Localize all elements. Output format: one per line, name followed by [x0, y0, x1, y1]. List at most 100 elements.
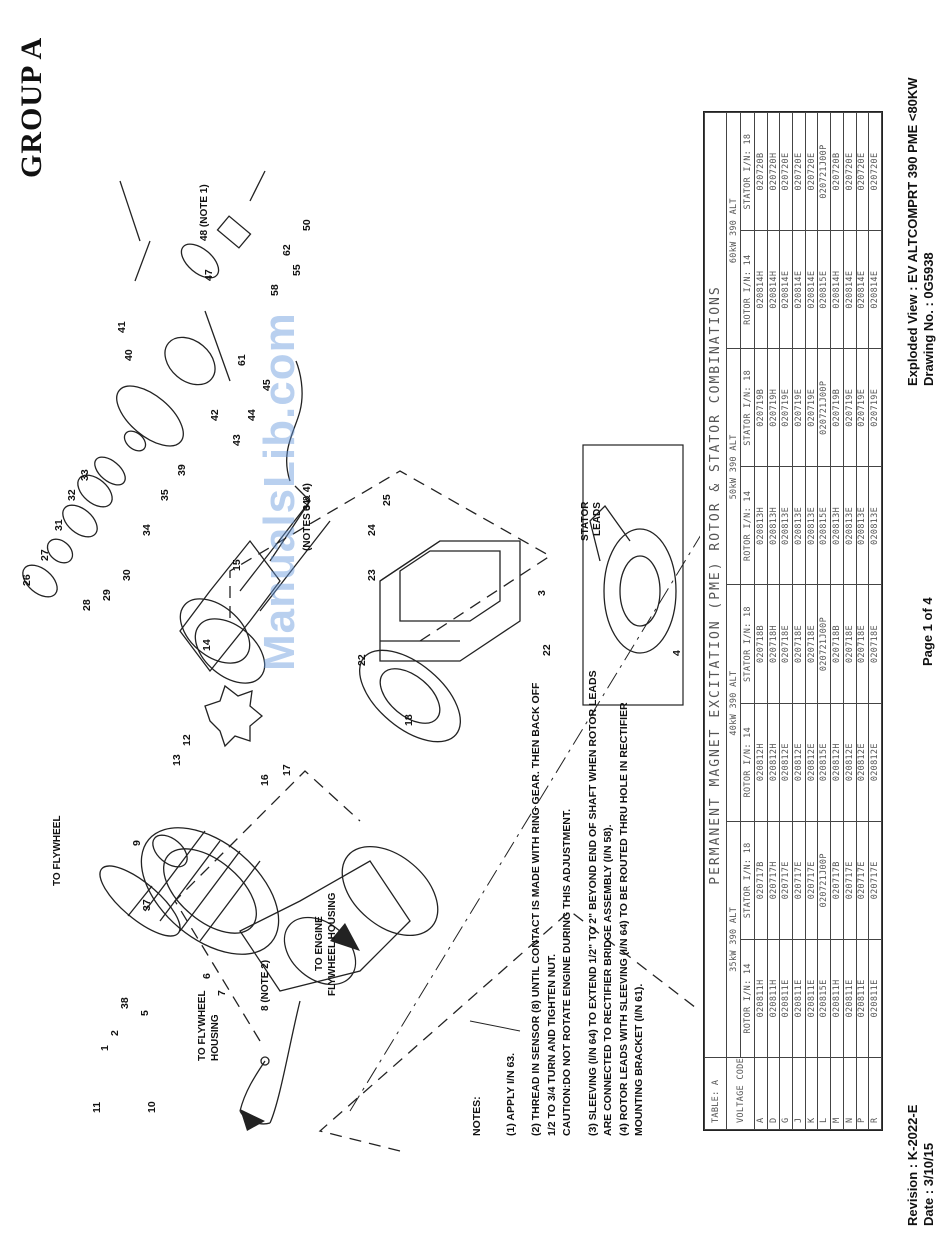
voltage-code-cell: J	[792, 1057, 806, 1130]
bearing-26	[22, 564, 58, 598]
label-stator-1: STATOR	[580, 501, 591, 541]
rotor-leads	[286, 360, 303, 482]
rotor-part-cell: 020814H	[767, 230, 780, 349]
col-stator: STATOR I/N: 18	[740, 585, 755, 704]
col-rotor: ROTOR I/N: 14	[740, 703, 755, 822]
part-58: 58	[269, 284, 281, 296]
inset-part-3: 3	[536, 590, 548, 596]
stator-part-cell: 020719E	[856, 348, 869, 467]
part-44: 44	[246, 409, 258, 421]
rotor-part-cell: 020814E	[792, 230, 806, 349]
inset-part-4: 4	[671, 650, 683, 656]
part-12: 12	[181, 734, 193, 746]
watermark: ManualsLib.com	[255, 312, 304, 671]
stator-part-cell: 020717E	[779, 821, 793, 940]
rotor-part-cell: 020811E	[805, 939, 818, 1058]
stator-part-cell: 020719E	[792, 348, 806, 467]
stator-part-cell: 020718H	[767, 585, 780, 704]
part-24: 24	[366, 524, 378, 536]
voltage-code-cell: P	[856, 1057, 869, 1130]
stator-part-cell: 020718B	[754, 585, 768, 704]
stator-part-cell: 020719H	[767, 348, 780, 467]
collar-31	[62, 504, 98, 538]
part-18: 18	[403, 714, 415, 726]
rotor-part-cell: 020813H	[754, 466, 768, 585]
stator-part-cell: 020717E	[843, 821, 856, 940]
rotor-part-cell: 020813E	[792, 466, 806, 585]
inset-box	[582, 444, 684, 706]
rotor-part-cell: 020811E	[779, 939, 793, 1058]
voltage-code-cell: A	[754, 1057, 768, 1130]
rotor-part-cell: 020813H	[767, 466, 780, 585]
bracket-61	[180, 243, 220, 279]
col-rotor: ROTOR I/N: 14	[740, 466, 755, 585]
stator-part-cell: 020717E	[805, 821, 818, 940]
rotor-part-cell: 020813E	[868, 466, 882, 585]
part-13: 13	[171, 754, 183, 766]
rotor-part-cell: 020814H	[830, 230, 844, 349]
rotor-part-cell: 020813H	[830, 466, 844, 585]
col-stator: STATOR I/N: 18	[740, 821, 755, 940]
stator-part-cell: 020717B	[754, 821, 768, 940]
gear-32	[77, 474, 113, 508]
voltage-code-header: VOLTAGE CODE	[726, 1057, 755, 1130]
dashed-outline-mid	[174, 770, 361, 1042]
label-to-engine-1: TO ENGINE	[314, 916, 325, 971]
rotor-part-cell: 020811E	[868, 939, 882, 1058]
part-6: 6	[201, 973, 213, 979]
page-number: Page 1 of 4	[920, 597, 935, 666]
rotor-part-cell: 020814E	[779, 230, 793, 349]
housing-inner	[283, 916, 357, 986]
group-header-40kw: 40kW 390 ALT	[726, 585, 741, 822]
label-to-flywheel: TO FLYWHEEL	[52, 815, 63, 886]
notes-heading: NOTES:	[471, 1096, 483, 1136]
note-1: (1) APPLY I/N 63.	[504, 1052, 517, 1136]
stator-part-cell: 020717H	[767, 821, 780, 940]
stator-part-cell: 020720E	[792, 112, 806, 231]
sensor-cable	[239, 1000, 301, 1125]
flywheel-housing	[239, 860, 411, 992]
stator-part-cell: 020719B	[754, 348, 768, 467]
rotor-stator-table: TABLE: A PERMANENT MAGNET EXCITATION (PM…	[703, 111, 883, 1131]
stator-part-cell: 020721J00P	[817, 112, 831, 231]
part-22: 22	[356, 654, 368, 666]
stator-part-cell: 020720B	[830, 112, 844, 231]
stator-part-cell: 020720E	[868, 112, 882, 231]
rotor-part-cell: 020815E	[817, 466, 831, 585]
part-5: 5	[139, 1010, 151, 1016]
voltage-code-cell: N	[843, 1057, 856, 1130]
arrow-to-housing	[240, 1109, 265, 1131]
stator-part-cell: 020721J00P	[817, 348, 831, 467]
part-32: 32	[66, 489, 78, 501]
stator-part-cell: 020719E	[868, 348, 882, 467]
part-9: 9	[131, 840, 143, 846]
group-header-35kw: 35kW 390 ALT	[726, 821, 741, 1058]
stator-part-cell: 020721J00P	[817, 585, 831, 704]
part-1: 1	[99, 1045, 111, 1051]
part-29: 29	[101, 589, 113, 601]
rotor-part-cell: 020815E	[817, 703, 831, 822]
part-61: 61	[236, 354, 248, 366]
part-47: 47	[203, 269, 215, 281]
notes-block: NOTES: (1) APPLY I/N 63. (2) THREAD IN S…	[470, 666, 658, 1136]
part-17: 17	[281, 764, 293, 776]
stator-part-cell: 020719E	[805, 348, 818, 467]
note-3: (3) SLEEVING (I/N 64) TO EXTEND 1/2" TO …	[586, 670, 615, 1136]
rotor-part-cell: 020811E	[856, 939, 869, 1058]
label-note1: 48 (NOTE 1)	[199, 184, 210, 241]
dashed-outline-right	[229, 470, 552, 642]
voltage-code-cell: L	[817, 1057, 831, 1130]
stud-42	[204, 310, 231, 382]
rotor-part-cell: 020813E	[856, 466, 869, 585]
label-to-flywheel-housing-2: HOUSING	[210, 1014, 221, 1061]
sensor-tip	[260, 1056, 270, 1066]
rotor-part-cell: 020812H	[767, 703, 780, 822]
rotor-part-cell: 020812E	[856, 703, 869, 822]
